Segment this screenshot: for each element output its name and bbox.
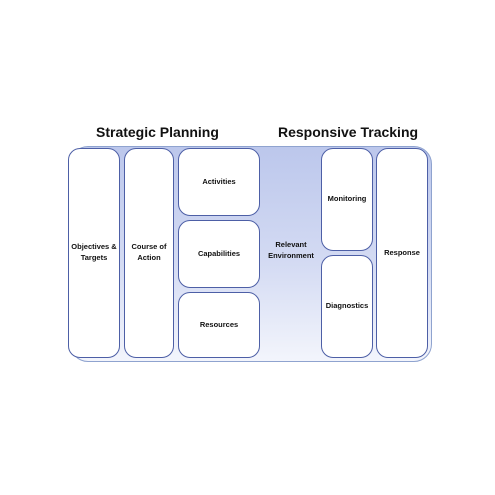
activities-label: Activities [202, 176, 236, 186]
response-box: Response [376, 148, 428, 358]
objectives-targets-label-line2: Targets [80, 253, 108, 262]
relevant-environment-label-line1: Relevant [275, 240, 307, 249]
objectives-targets-box: Objectives & Targets [68, 148, 120, 358]
course-of-action-label-line1: Course of [131, 242, 167, 252]
diagnostics-label: Diagnostics [325, 301, 369, 311]
responsive-tracking-heading: Responsive Tracking [278, 124, 419, 140]
resources-label: Resources [199, 319, 239, 329]
relevant-environment-label-line2: Environment [268, 250, 314, 260]
monitoring-label: Monitoring [327, 194, 367, 204]
capabilities-box: Capabilities [178, 220, 260, 288]
activities-box: Activities [178, 148, 260, 216]
relevant-environment-label: Relevant Environment [262, 240, 320, 262]
strategic-planning-heading: Strategic Planning [96, 124, 219, 140]
response-label: Response [384, 247, 420, 257]
objectives-targets-label-line1: Objectives & [71, 242, 117, 252]
monitoring-box: Monitoring [321, 148, 373, 251]
diagnostics-box: Diagnostics [321, 255, 373, 358]
course-of-action-box: Course of Action [124, 148, 174, 358]
capabilities-label: Capabilities [197, 248, 241, 258]
course-of-action-label-line2: Action [137, 253, 161, 262]
resources-box: Resources [178, 292, 260, 358]
